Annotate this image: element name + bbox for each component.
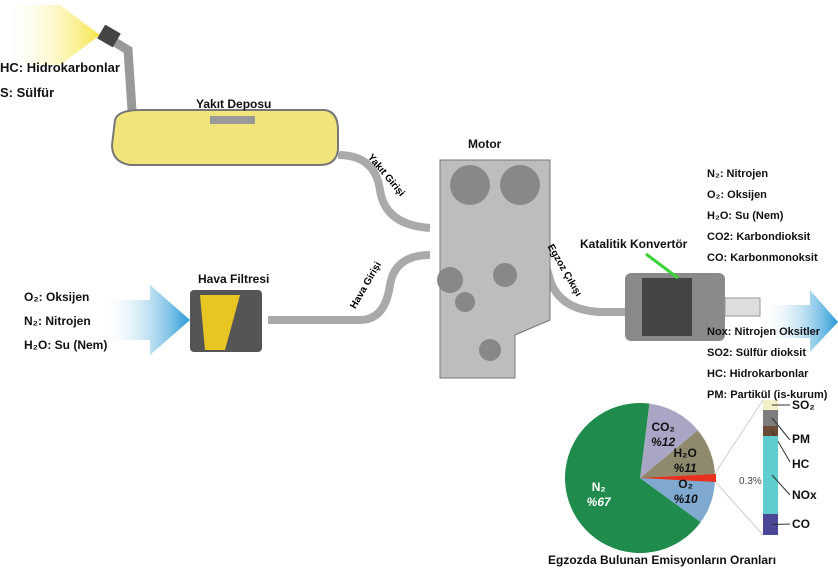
minor-share-label: 0.3% [739, 476, 762, 487]
pie-slice-value: %67 [586, 494, 611, 509]
exhaust-minor-3: PM: Partikül (is-kurum) [707, 389, 828, 401]
minor-bar-segment-3 [763, 436, 778, 514]
exhaust-arrow [760, 290, 838, 352]
pie-slice-3 [640, 478, 715, 523]
pie-label-2: N₂%67 [583, 480, 615, 510]
minor-bar-segment-2 [763, 426, 778, 436]
air-arrow [100, 285, 190, 355]
chart-title: Egzozda Bulunan Emisyonların Oranları [548, 553, 777, 567]
emission-pie-chart [565, 403, 715, 554]
air-input-n2: N₂: Nitrojen [24, 314, 91, 328]
pie-slice-name: H₂O [673, 445, 697, 460]
pie-label-3: O₂%10 [670, 477, 702, 507]
pie-slice-name: CO₂ [651, 419, 675, 434]
fuel-tank-label: Yakıt Deposu [196, 97, 272, 111]
exhaust-minor-2: HC: Hidrokarbonlar [707, 368, 809, 380]
minor-leader-line [771, 523, 791, 525]
minor-label-1: PM [792, 432, 810, 446]
catalytic-label: Katalitik Konvertör [580, 237, 688, 251]
exhaust-minor-1: SO2: Sülfür dioksit [707, 347, 807, 359]
pie-slice-value: %11 [673, 460, 697, 475]
minor-bar-segment-4 [763, 514, 778, 535]
minor-zoom-lines [711, 399, 764, 536]
exhaust-main-4: CO: Karbonmonoksit [707, 252, 818, 264]
pie-slice-name: N₂ [591, 479, 606, 494]
air-input-o2: O₂: Oksijen [24, 290, 90, 304]
fuel-pipe [337, 151, 431, 232]
air-filter-shape [190, 290, 262, 352]
minor-breakdown-bar [763, 400, 791, 535]
fuel-input-s: S: Sülfür [0, 85, 55, 100]
minor-label-4: CO [792, 517, 810, 531]
minor-label-2: HC [792, 457, 810, 471]
minor-leader-line [771, 417, 791, 441]
pie-slice-0 [640, 430, 715, 478]
catalytic-pointer-arrow [645, 252, 679, 280]
air-filter-label: Hava Filtresi [198, 272, 270, 286]
pie-slice-value: %12 [651, 434, 676, 449]
minor-label-3: NOx [792, 488, 817, 502]
pie-label-1: CO₂%12 [647, 420, 679, 450]
minor-label-0: SO₂ [792, 398, 815, 412]
engine-shape [437, 159, 551, 379]
pie-slice-name: O₂ [678, 476, 693, 491]
engine-label: Motor [468, 137, 502, 151]
air-pipe [268, 251, 431, 324]
fuel-input-hc: HC: Hidrokarbonlar [0, 60, 120, 75]
pie-slice-1 [640, 403, 698, 478]
exhaust-main-2: H₂O: Su (Nem) [707, 210, 784, 222]
pie-slice-value: %10 [673, 491, 698, 506]
pie-label-0: H₂O%11 [669, 446, 701, 476]
fuel-arrow [0, 5, 100, 65]
minor-leader-line [771, 474, 791, 496]
exhaust-minor-0: Nox: Nitrojen Oksitler [707, 326, 821, 338]
minor-slice-wedge [640, 474, 716, 482]
air-input-h2o: H₂O: Su (Nem) [24, 338, 108, 352]
fuel-tank-shape [110, 109, 339, 166]
exhaust-main-1: O₂: Oksijen [707, 189, 767, 201]
filler-cap [97, 24, 121, 48]
pie-slice-2 [565, 403, 701, 554]
exhaust-main-0: N₂: Nitrojen [707, 168, 769, 180]
exhaust-main-3: CO2: Karbondioksit [707, 231, 811, 243]
minor-bar-segment-1 [763, 410, 778, 426]
catalytic-converter-shape [625, 273, 761, 341]
minor-bar-segment-0 [763, 400, 778, 410]
